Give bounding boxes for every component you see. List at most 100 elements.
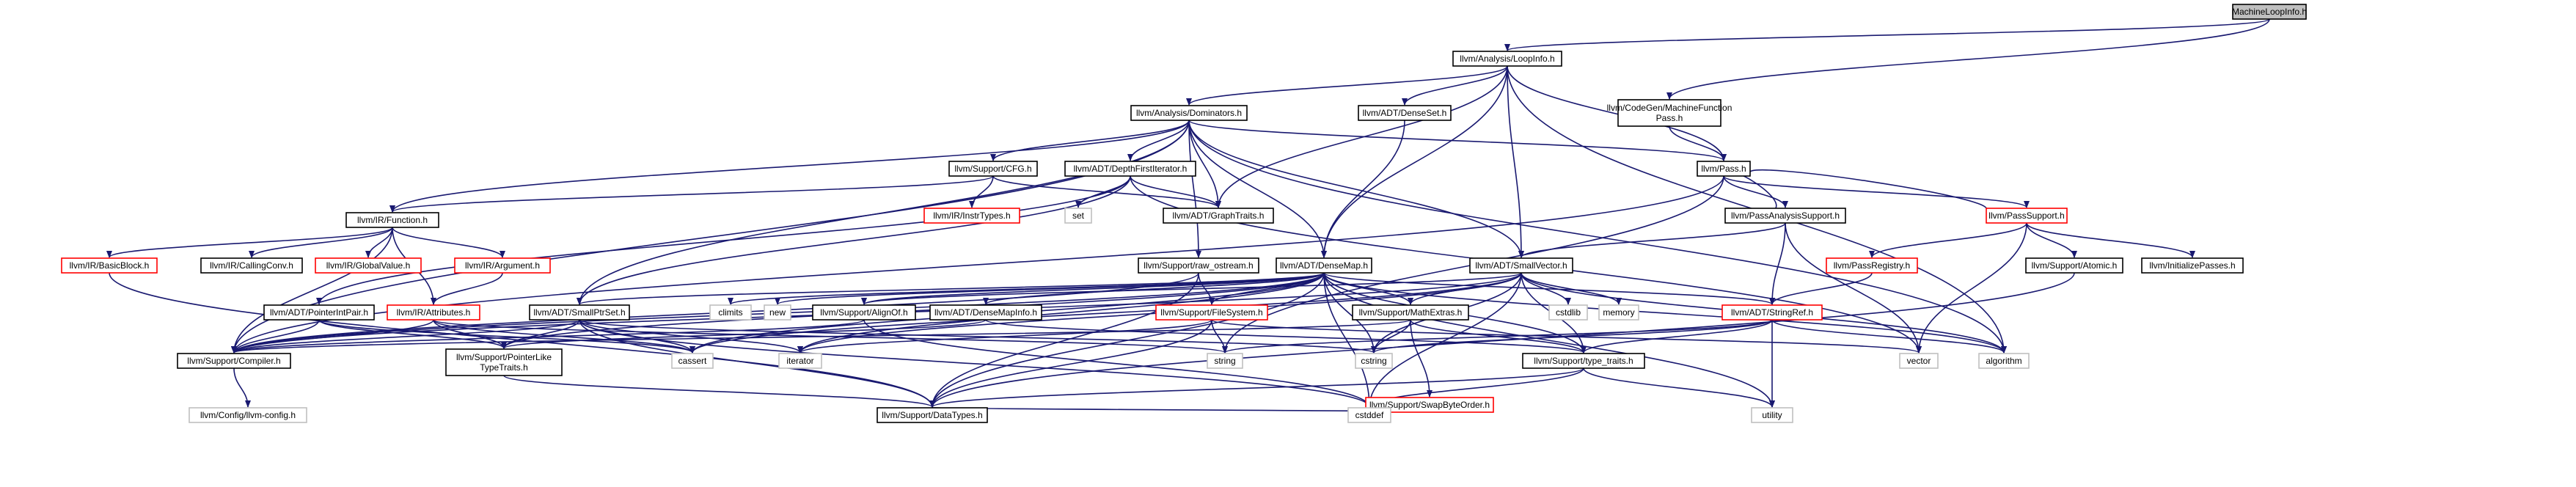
include-edge-dominators-to-smallvector xyxy=(1188,120,1524,258)
include-edge-densemap-to-stringref xyxy=(1323,272,1775,305)
node-box xyxy=(709,304,752,321)
node-box xyxy=(929,304,1042,321)
node-box xyxy=(1469,257,1573,274)
node-climits: climits xyxy=(709,304,752,321)
include-edge-passsupport-to-passregistry xyxy=(1869,222,2027,258)
node-label: iterator xyxy=(786,356,813,366)
node-initpasses[interactable]: llvm/InitializePasses.h xyxy=(2141,257,2244,274)
node-box xyxy=(1548,304,1588,321)
node-label: llvm/CodeGen/MachineFunction xyxy=(1607,103,1732,113)
node-label: llvm/IR/Attributes.h xyxy=(397,307,471,318)
include-edge-smallptrset-to-cstddef xyxy=(579,319,1372,408)
node-smallptrset[interactable]: llvm/ADT/SmallPtrSet.h xyxy=(529,304,630,321)
node-cstring: cstring xyxy=(1355,353,1393,369)
node-callingconv[interactable]: llvm/IR/CallingConv.h xyxy=(200,257,303,274)
node-filesystem[interactable]: llvm/Support/FileSystem.h xyxy=(1155,304,1268,321)
include-edge-smallvector-to-cassert xyxy=(689,272,1522,354)
node-graphtraits[interactable]: llvm/ADT/GraphTraits.h xyxy=(1163,208,1274,224)
node-instrtypes[interactable]: llvm/IR/InstrTypes.h xyxy=(923,208,1020,224)
node-rawostream[interactable]: llvm/Support/raw_ostream.h xyxy=(1138,257,1259,274)
node-stringref[interactable]: llvm/ADT/StringRef.h xyxy=(1721,304,1823,321)
node-label: llvm/Support/MathExtras.h xyxy=(1359,307,1463,318)
node-loopinfo[interactable]: llvm/Analysis/LoopInfo.h xyxy=(1452,51,1562,67)
node-globalvalue[interactable]: llvm/IR/GlobalValue.h xyxy=(315,257,422,274)
node-label: llvm/PassRegistry.h xyxy=(1834,260,1910,271)
node-box xyxy=(1365,397,1494,413)
node-passregistry[interactable]: llvm/PassRegistry.h xyxy=(1826,257,1918,274)
node-pass[interactable]: llvm/Pass.h xyxy=(1697,161,1751,177)
include-edge-densemap-to-alignof xyxy=(861,272,1325,305)
node-mli[interactable]: MachineLoopInfo.h xyxy=(2232,4,2307,20)
include-edge-mli-to-mfpass xyxy=(1666,18,2270,100)
node-pointerintpair[interactable]: llvm/ADT/PointerIntPair.h xyxy=(263,304,375,321)
node-label: Pass.h xyxy=(1656,113,1683,123)
include-edge-dfi-to-graphtraits xyxy=(1130,175,1221,208)
include-edge-densemap-to-iterator xyxy=(797,272,1325,354)
include-edge-typetraits-to-utility xyxy=(1583,367,1775,408)
include-edge-loopinfo-to-pass xyxy=(1507,65,1727,161)
node-smallvector[interactable]: llvm/ADT/SmallVector.h xyxy=(1469,257,1573,274)
node-box xyxy=(2232,4,2307,20)
include-edge-densemap-to-cstddef xyxy=(1323,272,1372,408)
node-label: llvm/Analysis/LoopInfo.h xyxy=(1460,54,1554,64)
node-label: llvm/ADT/DenseSet.h xyxy=(1363,108,1447,118)
node-densemapinfo[interactable]: llvm/ADT/DenseMapInfo.h xyxy=(929,304,1042,321)
include-edge-stringref-to-typetraits xyxy=(1581,319,1773,354)
node-dfi[interactable]: llvm/ADT/DepthFirstIterator.h xyxy=(1064,161,1196,177)
node-mathextras[interactable]: llvm/Support/MathExtras.h xyxy=(1352,304,1469,321)
node-label: llvm/Support/AlignOf.h xyxy=(820,307,907,318)
include-edge-function-to-basicblock xyxy=(106,227,393,258)
node-box xyxy=(1826,257,1918,274)
include-edge-dominators-to-rawostream xyxy=(1188,120,1201,258)
node-function[interactable]: llvm/IR/Function.h xyxy=(345,212,439,228)
include-edge-smallvector-to-alignof xyxy=(861,272,1522,305)
include-edge-function-to-compiler xyxy=(231,227,393,354)
node-label: llvm/Config/llvm-config.h xyxy=(200,410,296,420)
node-label: cstdlib xyxy=(1556,307,1581,318)
include-edge-smallptrset-to-cstring xyxy=(579,319,1377,354)
node-typetraits[interactable]: llvm/Support/type_traits.h xyxy=(1522,353,1645,369)
node-cfg[interactable]: llvm/Support/CFG.h xyxy=(948,161,1038,177)
include-edge-mathextras-to-swapbyteorder xyxy=(1410,319,1432,398)
node-box xyxy=(61,257,158,274)
node-box xyxy=(445,348,563,376)
include-edge-smallvector-to-cstdlib xyxy=(1521,272,1571,305)
include-edge-stringref-to-string xyxy=(1222,319,1773,354)
include-edge-densemapinfo-to-typetraits xyxy=(985,319,1587,354)
node-basicblock[interactable]: llvm/IR/BasicBlock.h xyxy=(61,257,158,274)
node-label: llvm/InitializePasses.h xyxy=(2149,260,2235,271)
node-swapbyteorder[interactable]: llvm/Support/SwapByteOrder.h xyxy=(1365,397,1494,413)
node-densesetH[interactable]: llvm/ADT/DenseSet.h xyxy=(1358,105,1452,121)
node-box xyxy=(778,353,822,369)
node-passsupport[interactable]: llvm/PassSupport.h xyxy=(1986,208,2068,224)
node-label: algorithm xyxy=(1986,356,2021,366)
include-edge-function-to-argument xyxy=(392,227,505,258)
node-attributes[interactable]: llvm/IR/Attributes.h xyxy=(387,304,480,321)
node-dominators[interactable]: llvm/Analysis/Dominators.h xyxy=(1130,105,1248,121)
node-datatypes[interactable]: llvm/Support/DataTypes.h xyxy=(877,407,988,423)
node-label: llvm/IR/InstrTypes.h xyxy=(933,210,1010,221)
include-edge-function-to-callingconv xyxy=(249,227,393,258)
include-edge-dominators-to-algorithm xyxy=(1188,120,2007,354)
node-box xyxy=(1347,407,1391,423)
node-box xyxy=(948,161,1038,177)
include-edge-attributes-to-compiler xyxy=(231,319,434,354)
node-argument[interactable]: llvm/IR/Argument.h xyxy=(454,257,551,274)
node-label: cstring xyxy=(1361,356,1386,366)
node-box xyxy=(1276,257,1372,274)
node-alignof[interactable]: llvm/Support/AlignOf.h xyxy=(812,304,916,321)
node-atomic[interactable]: llvm/Support/Atomic.h xyxy=(2025,257,2123,274)
node-box xyxy=(315,257,422,274)
node-compiler[interactable]: llvm/Support/Compiler.h xyxy=(177,353,291,369)
include-edge-pointerintpair-to-pointerlike xyxy=(318,319,507,349)
node-pas[interactable]: llvm/PassAnalysisSupport.h xyxy=(1724,208,1846,224)
node-box xyxy=(263,304,375,321)
node-label: MachineLoopInfo.h xyxy=(2232,7,2307,17)
node-label: llvm/ADT/SmallPtrSet.h xyxy=(533,307,625,318)
node-box xyxy=(877,407,988,423)
include-edge-dfi-to-pointerintpair xyxy=(316,175,1131,305)
node-densemap[interactable]: llvm/ADT/DenseMap.h xyxy=(1276,257,1372,274)
node-box xyxy=(387,304,480,321)
